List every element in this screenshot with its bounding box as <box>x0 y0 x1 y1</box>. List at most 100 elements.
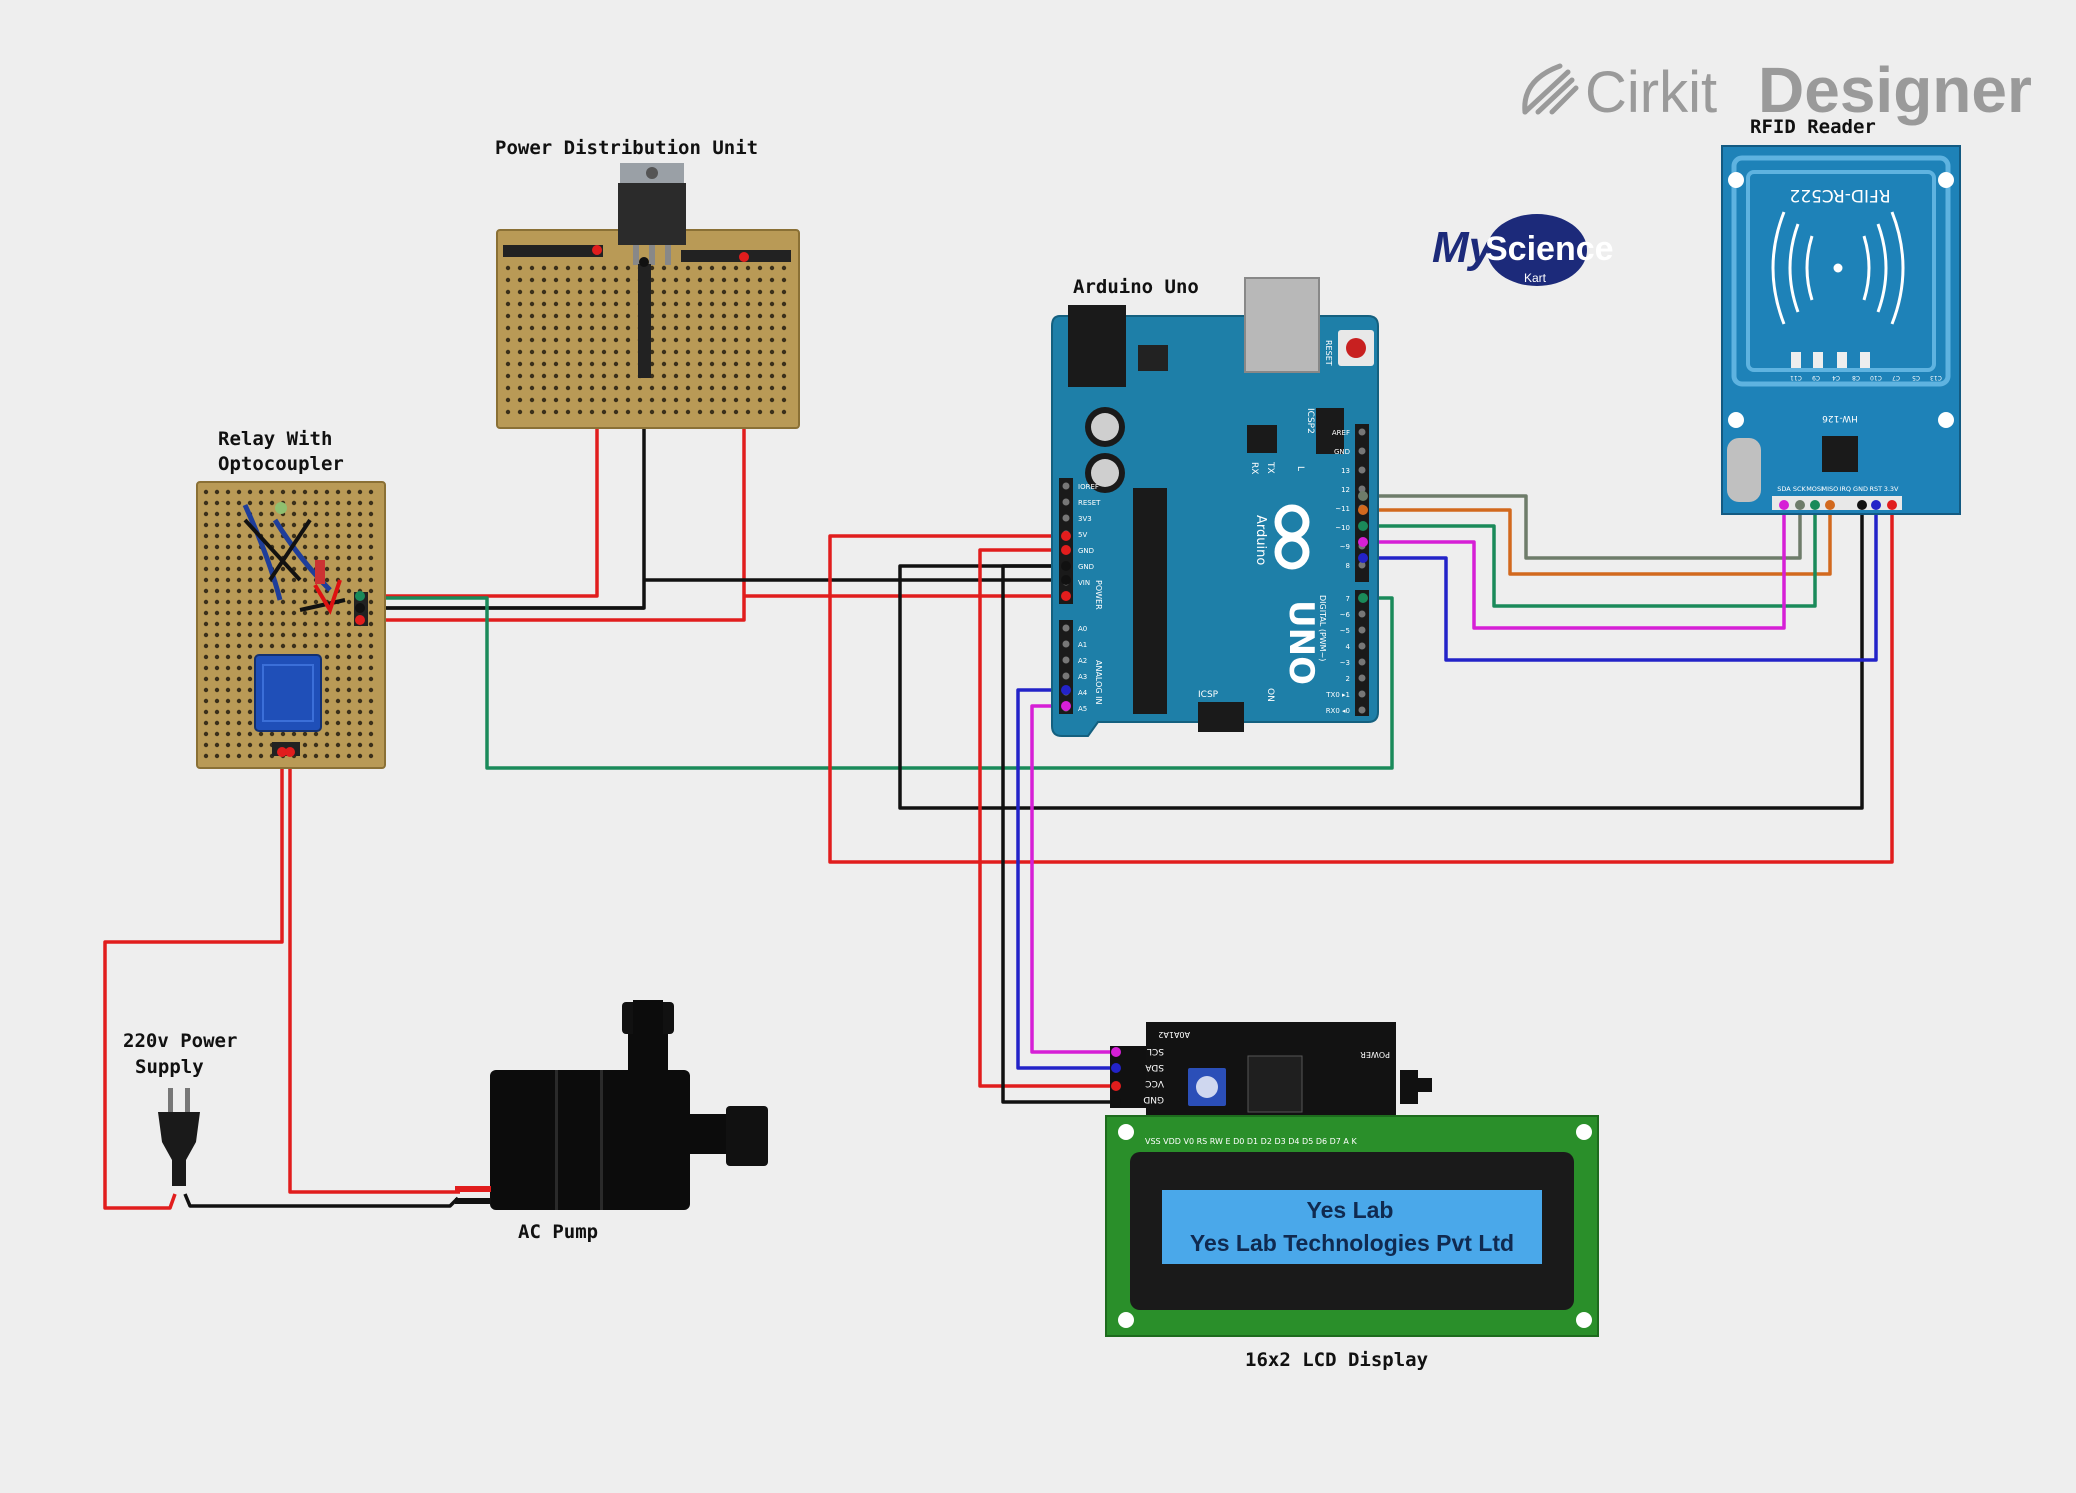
digital-pin-label: 2 <box>1346 675 1350 683</box>
arduino-model: UNO <box>1281 600 1321 685</box>
i2c-address-label: A0A1A2 <box>1158 1030 1190 1039</box>
pdu-label: Power Distribution Unit <box>495 137 758 159</box>
wire-relay-mains-b[interactable] <box>288 752 460 1194</box>
relay-hole-grid <box>203 489 374 759</box>
wire-gnd-rfid[interactable] <box>898 505 1864 810</box>
ac-pump[interactable]: AC Pump <box>455 1000 768 1243</box>
arduino-uno[interactable]: Arduino Uno RESET ICSP2 ICSP UNO Ard <box>1051 276 1379 737</box>
i2c-pin-label: VCC <box>1145 1078 1164 1088</box>
power-section-label: POWER <box>1094 580 1103 610</box>
digital-pin-label: 7 <box>1346 595 1350 603</box>
reset-label: RESET <box>1324 340 1333 366</box>
pin-dot <box>1111 1063 1121 1073</box>
brand-logo: Cirkit Designer <box>1522 54 2032 126</box>
rfid-component-label: C5 <box>1912 374 1920 381</box>
digital-header-bottom <box>1355 590 1369 716</box>
pin-dot <box>1061 591 1071 601</box>
pin-dot <box>1358 553 1368 563</box>
rfid-pin-label: SDA <box>1777 485 1791 493</box>
wire-gnd-lcd[interactable] <box>1001 564 1116 1104</box>
rfid-label: RFID Reader <box>1750 116 1876 138</box>
atmega-chip <box>1133 488 1167 714</box>
power-pin-label: 5V <box>1078 531 1087 539</box>
wire-3v3-rfid[interactable] <box>828 505 1894 864</box>
wire-d13-sck[interactable] <box>1363 494 1802 560</box>
pin-dot <box>1358 505 1368 515</box>
on-label: ON <box>1265 688 1275 702</box>
pin-dot <box>355 603 365 613</box>
pin-dot <box>1061 685 1071 695</box>
rfid-component-label: C11 <box>1790 374 1802 381</box>
pin-dot <box>739 252 749 262</box>
arduino-infinity-icon <box>1274 504 1310 570</box>
wire-d11-mosi[interactable] <box>1363 505 1817 608</box>
icsp2-header <box>1316 408 1344 454</box>
pin-dot <box>1061 545 1071 555</box>
digital-pin-label: AREF <box>1332 429 1350 437</box>
icsp-header <box>1198 702 1244 732</box>
relay-label-line1: Relay With <box>218 428 332 450</box>
rfid-board-label: HW-126 <box>1822 413 1858 423</box>
rfid-pin-label: MISO <box>1822 485 1839 493</box>
power-pin-label: IOREF <box>1078 483 1099 491</box>
pin-dot <box>1810 500 1820 510</box>
digital-pin-label: ~5 <box>1340 627 1350 635</box>
backlight-jumper[interactable] <box>1400 1070 1418 1104</box>
wires <box>103 250 1894 1210</box>
pin-dot <box>1358 521 1368 531</box>
power-pin-label: VIN <box>1078 579 1090 587</box>
digital-pin-label: TX0 ▸1 <box>1325 691 1350 699</box>
rx-label: RX <box>1249 462 1259 474</box>
pin-dot <box>285 747 295 757</box>
rfid-component-label: C13 <box>1930 374 1942 381</box>
wire-a5-scl[interactable] <box>1030 704 1116 1054</box>
rfid-component-label: C7 <box>1892 374 1900 381</box>
logo-my: My <box>1432 223 1496 272</box>
pin-dot <box>1111 1047 1121 1057</box>
wire-plug-neutral[interactable] <box>183 1193 460 1208</box>
wire-d9-rst[interactable] <box>1363 505 1878 662</box>
power-distribution-unit[interactable]: Power Distribution Unit <box>495 137 800 429</box>
rfid-pin-label: IRQ <box>1839 485 1851 493</box>
rfid-pin-header <box>1772 496 1902 510</box>
relay-module[interactable]: Relay With Optocoupler <box>196 428 386 769</box>
logo-science: Science <box>1485 230 1614 268</box>
wire-d12-miso[interactable] <box>1363 505 1832 576</box>
digital-pin-label: 8 <box>1346 562 1350 570</box>
pin-dot <box>1358 491 1368 501</box>
icsp-label: ICSP <box>1198 690 1219 700</box>
wire-relay-mains-a[interactable] <box>103 752 284 1210</box>
wire-a4-sda[interactable] <box>1016 688 1116 1070</box>
tx-label: TX <box>1265 461 1275 474</box>
power-supply[interactable]: 220v Power Supply <box>123 1030 237 1186</box>
wire-d10-sda[interactable] <box>1363 505 1786 630</box>
pin-dot <box>1887 500 1897 510</box>
brand-prefix: Cirkit <box>1585 60 1717 125</box>
pin-dot <box>1871 500 1881 510</box>
wire-relay-signal-green[interactable] <box>360 596 1394 770</box>
arduino-label: Arduino Uno <box>1073 276 1199 298</box>
pin-dot <box>1358 593 1368 603</box>
power-pin-label: GND <box>1078 563 1094 571</box>
lcd-screen <box>1162 1190 1542 1264</box>
logo-kart: Kart <box>1524 271 1547 285</box>
pin-dot <box>1857 500 1867 510</box>
pin-connection-dots <box>277 245 1897 1107</box>
arduino-brand: Arduino <box>1253 515 1268 565</box>
rfid-mfrc522-chip <box>1822 436 1858 472</box>
pin-dot <box>639 257 649 267</box>
lcd-header-pins: VSS VDD V0 RS RW E D0 D1 D2 D3 D4 D5 D6 … <box>1145 1137 1357 1146</box>
lcd-label: 16x2 LCD Display <box>1245 1349 1428 1371</box>
l-label: L <box>1295 466 1305 471</box>
icsp2-label: ICSP2 <box>1305 408 1315 434</box>
i2c-pin-label: SDA <box>1145 1062 1164 1072</box>
analog-header <box>1059 620 1073 714</box>
digital-pin-label: 12 <box>1341 486 1350 494</box>
wire-5v-lcd[interactable] <box>978 548 1116 1088</box>
relay-coil <box>254 654 322 732</box>
digital-pin-label: ~11 <box>1335 505 1350 513</box>
